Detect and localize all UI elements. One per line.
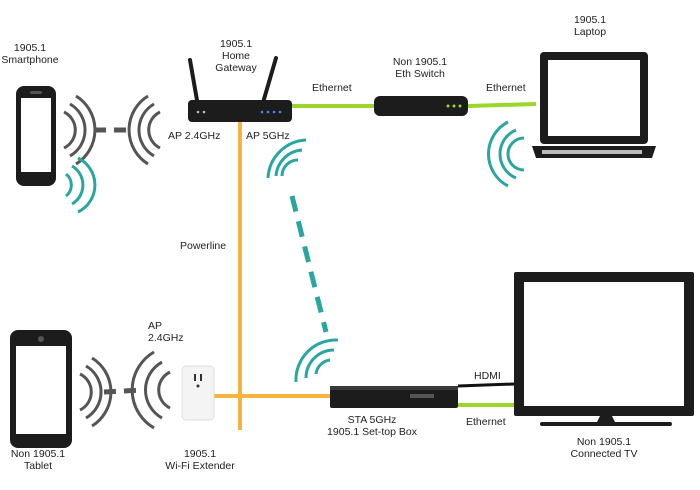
switch-icon (374, 96, 468, 116)
smartphone-icon (16, 86, 56, 186)
settop-wifi-signal-icon (294, 338, 339, 383)
tv-icon (514, 272, 694, 426)
hdmi-link (457, 382, 515, 388)
laptop-wifi-signal-icon (486, 120, 525, 188)
gateway-wifi-24ghz-icon (127, 94, 161, 166)
smartphone-wifi-5ghz-icon (64, 156, 97, 214)
ap-5ghz-label: AP 5GHz (246, 130, 290, 142)
ethernet-label-2: Ethernet (486, 82, 526, 94)
extender-wifi-signal-icon (130, 350, 171, 430)
tablet-wifi-signal-icon (79, 356, 113, 428)
hdmi-label: HDMI (474, 370, 501, 382)
laptop-icon (532, 52, 656, 158)
powerline-label: Powerline (180, 240, 227, 252)
router-icon (188, 56, 292, 122)
wifi-link-gateway-settop (289, 195, 329, 333)
settop-box-icon (330, 386, 458, 408)
gateway-wifi-5ghz-icon (266, 138, 307, 179)
tablet-icon (10, 330, 72, 448)
ethernet-label-3: Ethernet (466, 416, 506, 428)
smartphone-wifi-signal-icon (63, 94, 97, 166)
ethernet-label-1: Ethernet (312, 82, 352, 94)
ethernet-link-switch-laptop (467, 102, 537, 108)
ap-24ghz-gateway-label: AP 2.4GHz (168, 130, 221, 142)
plug-icon (181, 365, 215, 421)
